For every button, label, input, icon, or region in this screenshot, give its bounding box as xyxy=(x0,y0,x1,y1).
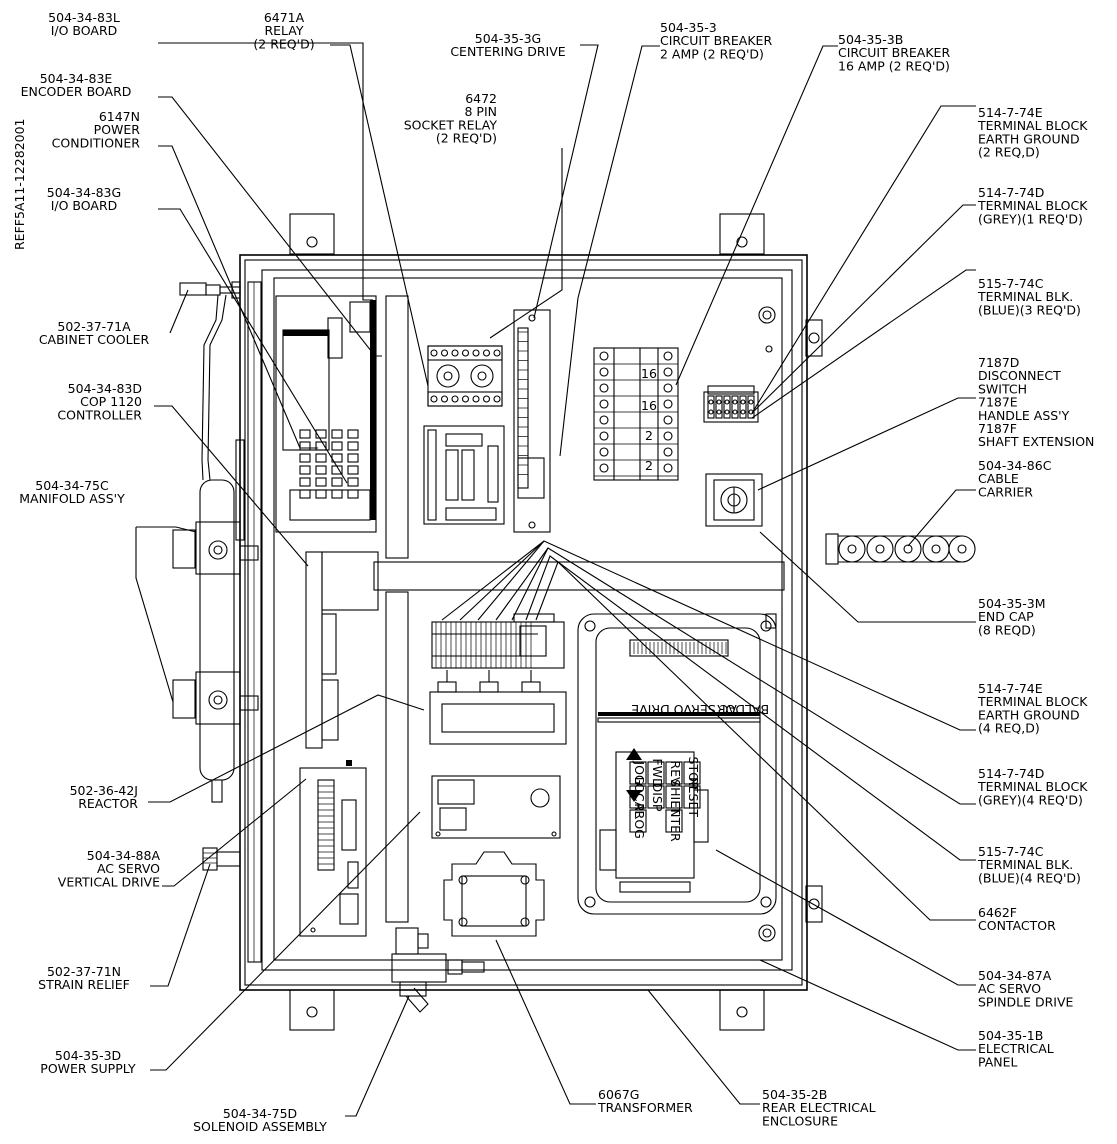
cop-1120-controller xyxy=(305,551,379,749)
breaker-rating: 16 xyxy=(641,366,657,381)
keypad-key: RESET xyxy=(686,777,701,817)
manifold-assembly xyxy=(172,479,259,803)
transformer xyxy=(443,851,545,937)
breaker-rating: 16 xyxy=(641,398,657,413)
controller-board xyxy=(275,295,377,533)
cable-carrier xyxy=(825,533,976,565)
breaker-rating: 2 xyxy=(645,428,653,443)
leader-lines xyxy=(135,42,976,1117)
keypad-key: STOP xyxy=(686,757,701,790)
spindle-drive: AC SERVO DRIVE BALDOR STOPRESETREVSHIFTE… xyxy=(577,613,777,915)
terminal-blocks-top xyxy=(703,385,759,423)
terminal-block-strip xyxy=(431,613,565,669)
power-supply xyxy=(431,775,561,839)
disconnect-switch xyxy=(705,473,763,527)
keypad-key: FWD xyxy=(650,758,665,787)
reactor xyxy=(429,670,567,745)
keypad-key: DISP xyxy=(650,783,665,812)
centering-drive xyxy=(513,309,551,533)
circuit-breakers: 16 16 2 2 xyxy=(593,347,679,481)
keypad-key: PROG xyxy=(632,803,647,839)
drawing-id: REFF5A11-12282001 xyxy=(12,118,27,250)
socket-relays xyxy=(427,345,503,407)
keypad-key: REV xyxy=(668,760,683,786)
keypad-key: LOCAL xyxy=(632,777,647,818)
cabinet-cooler xyxy=(179,281,241,481)
encoder-board xyxy=(423,425,505,525)
electrical-panel xyxy=(261,269,793,971)
rear-electrical-enclosure xyxy=(235,213,823,1031)
vertical-drive xyxy=(299,760,367,937)
keypad-key: JOG xyxy=(632,760,647,784)
keypad-key: SHIFT xyxy=(668,779,683,815)
breaker-rating: 2 xyxy=(645,458,653,473)
solenoid-assembly xyxy=(391,927,485,1013)
spindle-drive-title: AC SERVO DRIVE xyxy=(631,702,737,717)
spindle-drive-brand: BALDOR xyxy=(717,702,770,717)
keypad-key: ENTER xyxy=(668,800,683,842)
